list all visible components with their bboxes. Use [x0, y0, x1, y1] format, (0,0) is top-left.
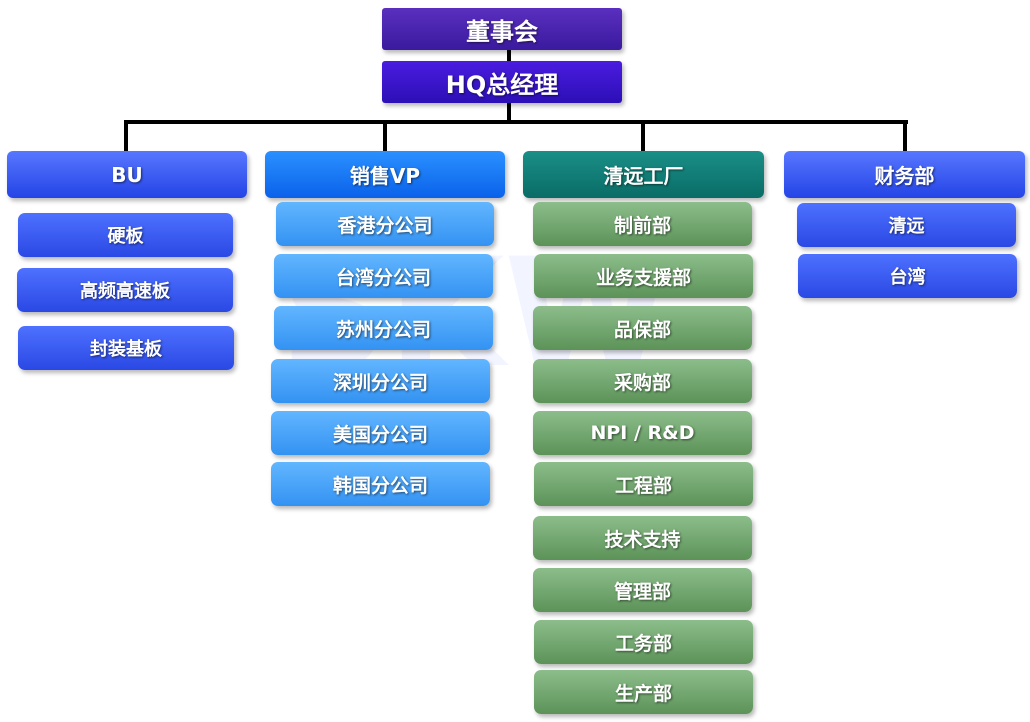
- factory-dept-node: 管理部: [533, 568, 752, 612]
- factory-dept-node: NPI / R&D: [533, 411, 752, 455]
- bu-item-node: 高频高速板: [17, 268, 233, 312]
- factory-dept-label: 管理部: [613, 580, 671, 603]
- finance-item-label: 清远: [888, 216, 925, 237]
- factory-dept-label: 生产部: [614, 682, 672, 705]
- hq-general-manager-node: HQ总经理: [382, 61, 622, 103]
- board-of-directors-node: 董事会: [382, 8, 622, 50]
- finance-item-label: 台湾: [889, 267, 926, 288]
- sales-branch-label: 香港分公司: [337, 214, 433, 237]
- factory-head-node: 清远工厂: [523, 151, 764, 198]
- factory-dept-node: 品保部: [533, 306, 752, 350]
- sales-branch-node: 台湾分公司: [274, 254, 493, 298]
- sales-branch-label: 台湾分公司: [335, 266, 431, 289]
- sales-branch-node: 韩国分公司: [271, 462, 490, 506]
- board-label: 董事会: [466, 17, 538, 46]
- connector-horizontal-bar: [124, 120, 908, 124]
- connector-gm-trunk: [507, 103, 511, 123]
- factory-dept-label: 业务支援部: [595, 266, 691, 289]
- bu-head-node: BU: [7, 151, 247, 198]
- factory-dept-node: 业务支援部: [534, 254, 753, 298]
- factory-dept-label: NPI / R&D: [590, 422, 695, 444]
- sales-vp-head-label: 销售VP: [349, 164, 421, 188]
- bu-item-label: 硬板: [107, 226, 144, 247]
- bu-item-node: 硬板: [18, 213, 233, 257]
- connector-board-gm: [507, 50, 511, 62]
- finance-item-node: 台湾: [798, 254, 1017, 298]
- factory-dept-node: 工务部: [534, 620, 753, 664]
- factory-dept-node: 技术支持: [533, 516, 752, 560]
- sales-branch-node: 美国分公司: [271, 411, 490, 455]
- connector-bu: [124, 120, 128, 152]
- finance-item-node: 清远: [797, 203, 1016, 247]
- bu-item-node: 封装基板: [18, 326, 234, 370]
- sales-branch-label: 苏州分公司: [335, 318, 431, 341]
- factory-dept-node: 工程部: [534, 462, 753, 506]
- factory-dept-node: 采购部: [533, 359, 752, 403]
- connector-sales: [383, 120, 387, 152]
- factory-head-label: 清远工厂: [603, 164, 684, 188]
- factory-dept-label: 制前部: [613, 214, 671, 237]
- bu-item-label: 高频高速板: [80, 281, 170, 302]
- sales-branch-node: 苏州分公司: [274, 306, 493, 350]
- gm-label: HQ总经理: [445, 70, 559, 99]
- finance-head-label: 财务部: [874, 164, 935, 188]
- sales-branch-label: 美国分公司: [332, 423, 428, 446]
- factory-dept-label: 品保部: [613, 318, 671, 341]
- factory-dept-label: 工程部: [614, 474, 672, 497]
- factory-dept-node: 生产部: [534, 670, 753, 714]
- bu-head-label: BU: [111, 162, 143, 187]
- sales-vp-head-node: 销售VP: [265, 151, 505, 198]
- sales-branch-label: 韩国分公司: [332, 474, 428, 497]
- factory-dept-label: 工务部: [614, 632, 672, 655]
- factory-dept-label: 采购部: [613, 371, 671, 394]
- factory-dept-node: 制前部: [533, 202, 752, 246]
- sales-branch-node: 香港分公司: [276, 202, 494, 246]
- sales-branch-label: 深圳分公司: [332, 371, 428, 394]
- connector-finance: [903, 120, 907, 152]
- sales-branch-node: 深圳分公司: [271, 359, 490, 403]
- factory-dept-label: 技术支持: [604, 528, 681, 551]
- connector-factory: [641, 120, 645, 152]
- bu-item-label: 封装基板: [90, 339, 162, 360]
- finance-head-node: 财务部: [784, 151, 1025, 198]
